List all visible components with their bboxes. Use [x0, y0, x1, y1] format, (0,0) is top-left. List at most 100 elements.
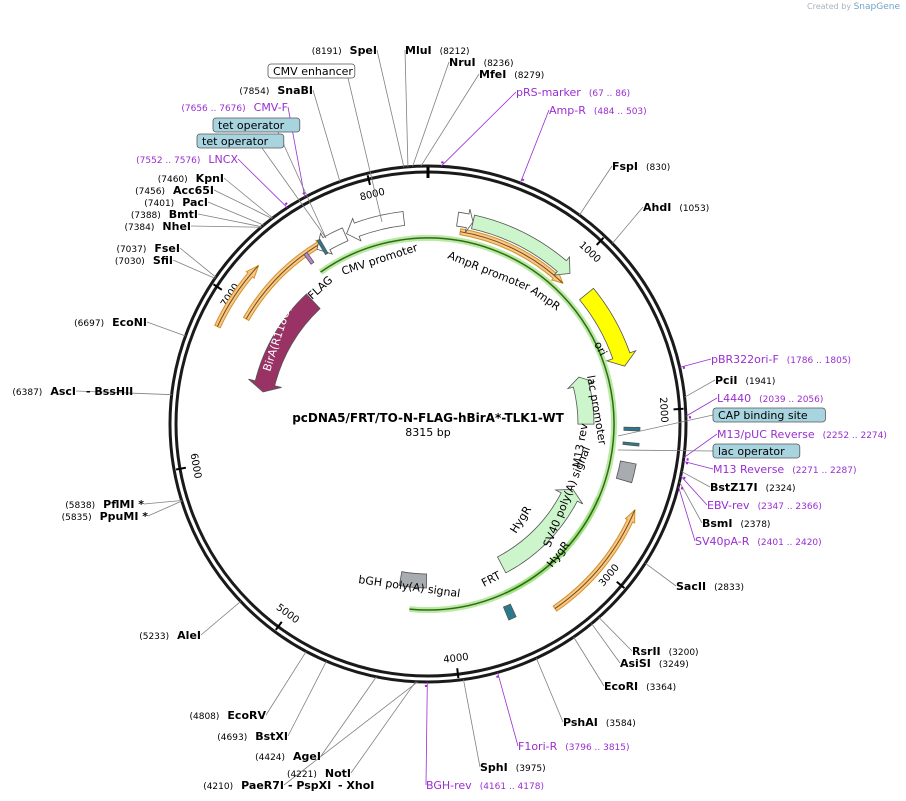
label-tet-operator-2-box: [196, 133, 285, 149]
feature-frt: [502, 603, 517, 621]
primer-cmv-f: (7656 .. 7676)CMV-F: [181, 101, 288, 114]
ruler-tick-label: 2000: [657, 397, 669, 423]
site-sfii-name: SfiI: [153, 254, 173, 267]
site-noti-name: NotI: [325, 767, 351, 780]
site-kpni: (7460)KpnI: [158, 172, 224, 185]
label-tet-operator-1: tet operator: [212, 117, 301, 133]
flag-label: FLAG: [305, 273, 335, 302]
primer-bgh-rev: BGH-rev(4161 .. 4178): [426, 779, 544, 792]
frt-label: FRT: [479, 569, 503, 590]
site-ahdi: AhdI(1053): [643, 201, 709, 214]
site-sacii: SacII(2833): [676, 580, 744, 593]
label-tet-operator-1-text: tet operator: [218, 119, 285, 132]
site-agei-pos: (4424): [255, 753, 285, 763]
site-paer7i-pos: (4210): [203, 782, 233, 792]
site-bsshii: - BssHII: [86, 385, 133, 398]
site-nrui-pos: (8236): [484, 59, 514, 69]
leader-line: [207, 201, 264, 226]
site-pflmi-name: PflMI *: [103, 498, 144, 511]
site-asci: (6387)AscI: [12, 385, 76, 398]
leader-line: [579, 165, 613, 216]
feature-arrows: [248, 209, 641, 621]
site-fsei-pos: (7037): [116, 245, 146, 255]
sv40-polya-label: SV40 poly(A) signal: [541, 445, 593, 549]
leader-line: [497, 672, 519, 747]
label-cmv-enhancer-text: CMV enhancer: [273, 65, 353, 78]
leader-lines: [75, 49, 718, 786]
site-noti: (4221) NotI: [287, 767, 351, 780]
site-fspi-name: FspI: [612, 160, 638, 173]
site-spei: (8191)SpeI: [312, 44, 377, 57]
site-labels: FspI(830)AhdI(1053)PciI(1941)BstZ17I(232…: [12, 44, 887, 792]
leader-line: [683, 433, 718, 459]
site-asci-name: AscI: [50, 385, 76, 398]
ori-label: ori: [591, 339, 609, 358]
site-asisi-pos: (3249): [659, 660, 689, 670]
site-ahdi-pos: (1053): [679, 204, 709, 214]
ruler-tick-label: 8000: [359, 187, 386, 204]
leader-line: [573, 636, 605, 687]
primer-sv40pa-r-name: SV40pA-R: [695, 535, 750, 548]
site-noti-pos: (4221): [287, 770, 317, 780]
label-tet-operator-2-text: tet operator: [202, 135, 269, 148]
primer-mark: [496, 675, 499, 678]
primer-ebv-rev-pos: (2347 .. 2366): [758, 502, 822, 512]
site-sphi: SphI(3975): [480, 761, 546, 774]
leader-line: [320, 676, 377, 757]
site-asisi: AsiSI(3249): [620, 657, 689, 670]
site-spei-name: SpeI: [350, 44, 377, 57]
primer-prs-marker: pRS-marker(67 .. 86): [516, 86, 630, 99]
site-econi-name: EcoNI: [112, 316, 147, 329]
leader-line: [265, 651, 307, 716]
leader-line: [283, 681, 419, 786]
ruler-tick: [456, 668, 460, 679]
site-econi-pos: (6697): [74, 319, 104, 329]
leader-line: [147, 500, 182, 517]
site-fsei: (7037)FseI: [116, 242, 180, 255]
site-paer7i-name: PaeR7I: [241, 779, 284, 792]
primer-sv40pa-r-pos: (2401 .. 2420): [757, 538, 821, 548]
primer-ebv-rev: EBV-rev (2347 .. 2366): [707, 499, 822, 512]
site-alei-pos: (5233): [139, 632, 169, 642]
site-pshai-name: PshAI: [563, 716, 598, 729]
leader-line: [146, 321, 186, 337]
site-acc65i: (7456)Acc65I: [135, 184, 214, 197]
primer-lncx-pos: (7552 .. 7576): [136, 156, 200, 166]
site-acc65i-pos: (7456): [135, 187, 165, 197]
site-kpni-pos: (7460): [158, 175, 188, 185]
site-pshai-pos: (3584): [606, 719, 636, 729]
leader-line: [197, 213, 262, 228]
primer-lncx: (7552 .. 7576)LNCX: [136, 153, 238, 166]
site-pflmi: (5838)PflMI *: [65, 498, 144, 511]
primer-sv40pa-r: SV40pA-R (2401 .. 2420): [695, 535, 822, 548]
snapgene-credit: Created by SnapGene: [807, 2, 900, 12]
label-cap-binding-site-text: CAP binding site: [718, 409, 808, 422]
site-xhoi: - XhoI: [338, 779, 374, 792]
site-bmti: (7388)BmtI: [131, 208, 198, 221]
primer-m13-puc-reverse-name: M13/pUC Reverse: [717, 428, 815, 441]
ruler-tick: [175, 466, 187, 471]
leader-line: [684, 379, 716, 398]
site-nrui: NruI (8236): [449, 56, 514, 69]
site-nrui-name: NruI: [449, 56, 476, 69]
leader-line: [75, 390, 172, 396]
plasmid-name: pcDNA5/FRT/TO-N-FLAG-hBirA*-TLK1-WT: [292, 411, 564, 425]
leader-line: [237, 158, 288, 208]
leader-line: [535, 657, 564, 723]
leader-line: [172, 259, 216, 279]
primer-ebv-rev-name: EBV-rev: [707, 499, 750, 512]
label-lac-operator-box: [712, 443, 801, 459]
site-pshai: PshAI (3584): [563, 716, 636, 729]
primer-l4440: L4440(2039 .. 2056): [717, 392, 823, 405]
primer-pbr322ori-f-name: pBR322ori-F: [711, 353, 779, 366]
leader-line: [404, 49, 409, 167]
site-alei: (5233)AleI: [139, 629, 201, 642]
credit-prefix: Created by: [807, 2, 852, 11]
site-bsmi-pos: (2378): [741, 520, 771, 530]
feature-cmv-enhancer: [346, 211, 406, 242]
label-cap-binding-site-box: [712, 407, 826, 423]
primer-pbr322ori-f: pBR322ori-F(1786 .. 1805): [711, 353, 851, 366]
site-bmti-name: BmtI: [169, 208, 198, 221]
leader-line: [376, 49, 405, 168]
orange-arc-core: [217, 265, 259, 327]
